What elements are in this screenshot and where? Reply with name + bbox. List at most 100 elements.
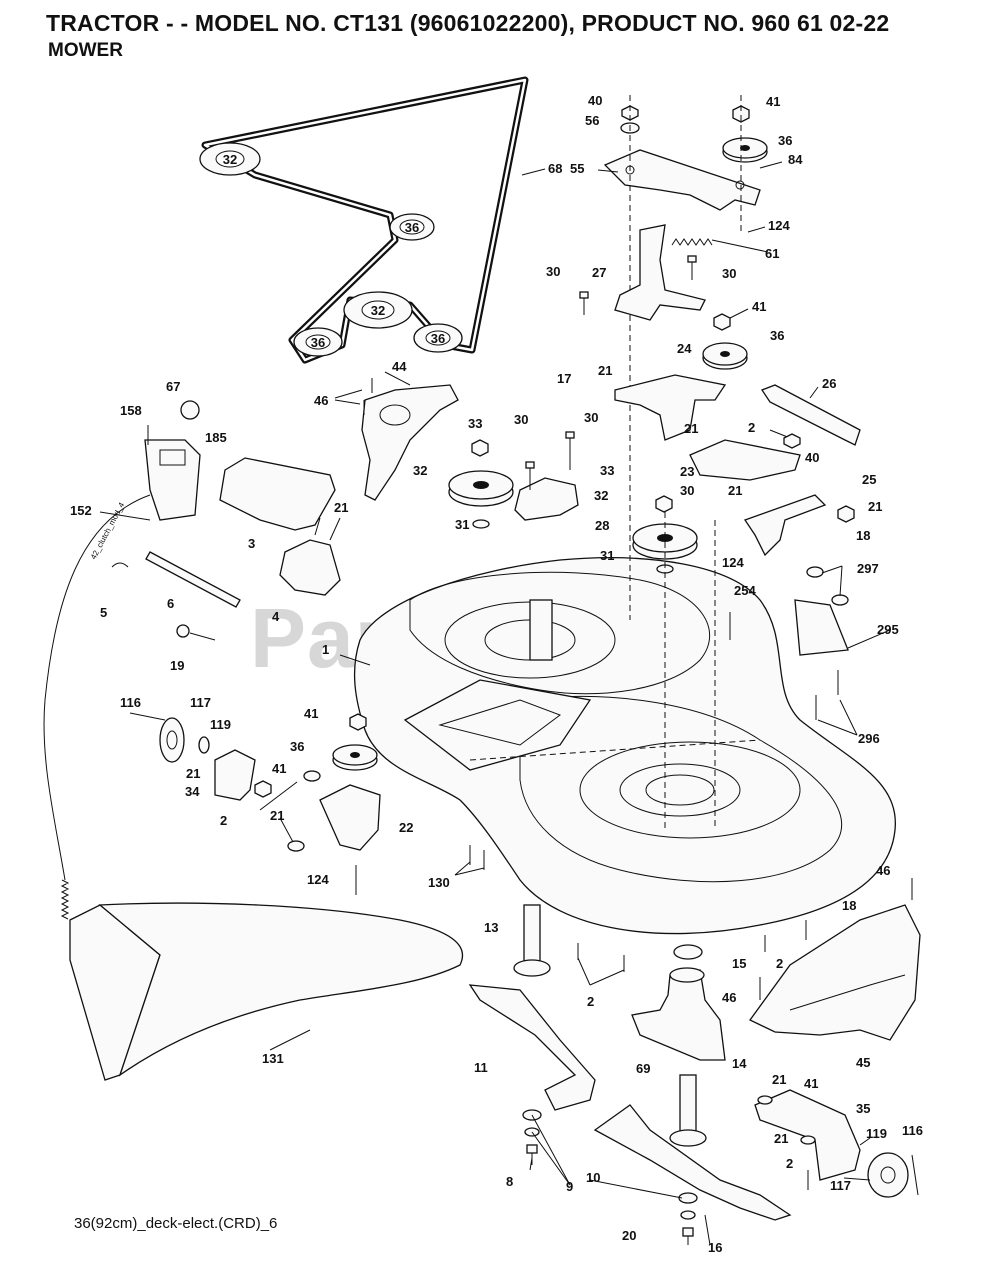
- pulley-36-mid: [702, 342, 748, 370]
- belt-pulley-label: 36: [405, 220, 419, 235]
- callout-label: 36: [290, 739, 304, 754]
- bolts-2-bottom: [577, 935, 766, 972]
- bracket-26: [761, 384, 861, 446]
- bolt-30-b: [687, 255, 697, 280]
- nut-21-bottom: [757, 1095, 816, 1145]
- callout-label: 21: [774, 1131, 788, 1146]
- chute-131: [69, 902, 464, 1081]
- callout-label: 40: [805, 450, 819, 465]
- idler-wheel-117-right: [867, 1152, 909, 1198]
- nut-41-center: [349, 713, 367, 731]
- bracket-4: [279, 539, 341, 596]
- callout-label: 20: [622, 1228, 636, 1243]
- callout-label: 55: [570, 161, 584, 176]
- callout-label: 32: [413, 463, 427, 478]
- callout-label: 28: [595, 518, 609, 533]
- callout-label: 30: [584, 410, 598, 425]
- callout-label: 32: [594, 488, 608, 503]
- callout-label: 14: [732, 1056, 747, 1071]
- callout-label: 131: [262, 1051, 284, 1066]
- bolt-116-right: [911, 1154, 919, 1196]
- callout-label: 21: [684, 421, 698, 436]
- bolts-46-top: [363, 378, 373, 415]
- cable-spring: [60, 879, 70, 920]
- callout-label: 24: [677, 341, 692, 356]
- diagram-code: 36(92cm)_deck-elect.(CRD)_6: [74, 1215, 278, 1232]
- callout-label: 10: [586, 1170, 600, 1185]
- pin-5: [111, 562, 129, 568]
- callout-numbers: 40 41 56 36 84 68 55 124 61 30 27 30 41 …: [70, 93, 923, 1255]
- callout-label: 2: [220, 813, 227, 828]
- callout-label: 15: [732, 956, 746, 971]
- bracket-24: [614, 374, 727, 441]
- spindle-13: [513, 904, 551, 977]
- belt-pulley-32-center: 32: [343, 291, 413, 329]
- callout-label: 56: [585, 113, 599, 128]
- callout-label: 297: [857, 561, 879, 576]
- belt-pulley-label: 32: [223, 152, 237, 167]
- callout-label: 152: [70, 503, 92, 518]
- bolt-30-a: [579, 291, 589, 315]
- callout-label: 46: [314, 393, 328, 408]
- callout-label: 254: [734, 583, 756, 598]
- callout-label: 116: [902, 1123, 923, 1138]
- nut-21-right: [837, 505, 855, 523]
- bolts-130: [469, 845, 485, 870]
- callout-label: 158: [120, 403, 142, 418]
- belt-pulley-36-left: 36: [293, 327, 343, 357]
- callout-label: 5: [100, 605, 107, 620]
- callout-label: 295: [877, 622, 899, 637]
- callout-label: 117: [190, 695, 211, 710]
- mower-deck-1: [353, 557, 896, 935]
- callout-label: 11: [474, 1060, 488, 1075]
- callout-label: 40: [588, 93, 602, 108]
- belt-pulley-32-top: 32: [199, 142, 261, 176]
- spindle-69: [669, 1074, 707, 1147]
- spring-61: [671, 238, 713, 246]
- washer-119-left: [198, 736, 210, 754]
- bracket-35: [754, 1089, 861, 1181]
- callout-label: 21: [868, 499, 882, 514]
- pulley-36-lower: [332, 744, 378, 771]
- callout-label: 61: [765, 246, 779, 261]
- discharge-guard-45: [749, 904, 921, 1041]
- callout-label: 25: [862, 472, 876, 487]
- bracket-27: [614, 224, 706, 321]
- callout-label: 21: [772, 1072, 786, 1087]
- callout-label: 1: [322, 642, 329, 657]
- callout-label: 17: [557, 371, 571, 386]
- pulley-32-a: [448, 470, 514, 507]
- rod-6: [145, 551, 241, 608]
- callout-label: 34: [185, 784, 200, 799]
- blade-11: [468, 984, 596, 1111]
- callout-label: 44: [392, 359, 407, 374]
- callout-label: 3: [248, 536, 255, 551]
- callout-label: 13: [484, 920, 498, 935]
- callout-label: 22: [399, 820, 413, 835]
- callout-label: 296: [858, 731, 880, 746]
- callout-label: 119: [866, 1126, 887, 1141]
- callout-label: 41: [272, 761, 286, 776]
- bolt-19: [176, 624, 216, 641]
- callout-label: 21: [186, 766, 200, 781]
- callout-label: 41: [766, 94, 780, 109]
- pulley-36-top: [722, 137, 768, 163]
- callout-leaders: [99, 161, 891, 1246]
- callout-label: 21: [598, 363, 612, 378]
- bolts-296: [815, 670, 839, 720]
- bracket-22: [319, 784, 381, 851]
- callout-label: 68: [548, 161, 562, 176]
- bracket-28: [514, 477, 579, 521]
- callout-label: 45: [856, 1055, 870, 1070]
- callout-label: 2: [776, 956, 783, 971]
- callout-label: 35: [856, 1101, 870, 1116]
- callout-label: 8: [506, 1174, 513, 1189]
- callout-label: 36: [770, 328, 784, 343]
- nut-40-mid: [783, 433, 801, 449]
- bracket-3: [219, 457, 336, 531]
- callout-label: 9: [566, 1179, 573, 1194]
- bolt-20: [682, 1227, 694, 1245]
- bracket-44: [361, 384, 459, 501]
- belt-pulley-label: 32: [371, 303, 385, 318]
